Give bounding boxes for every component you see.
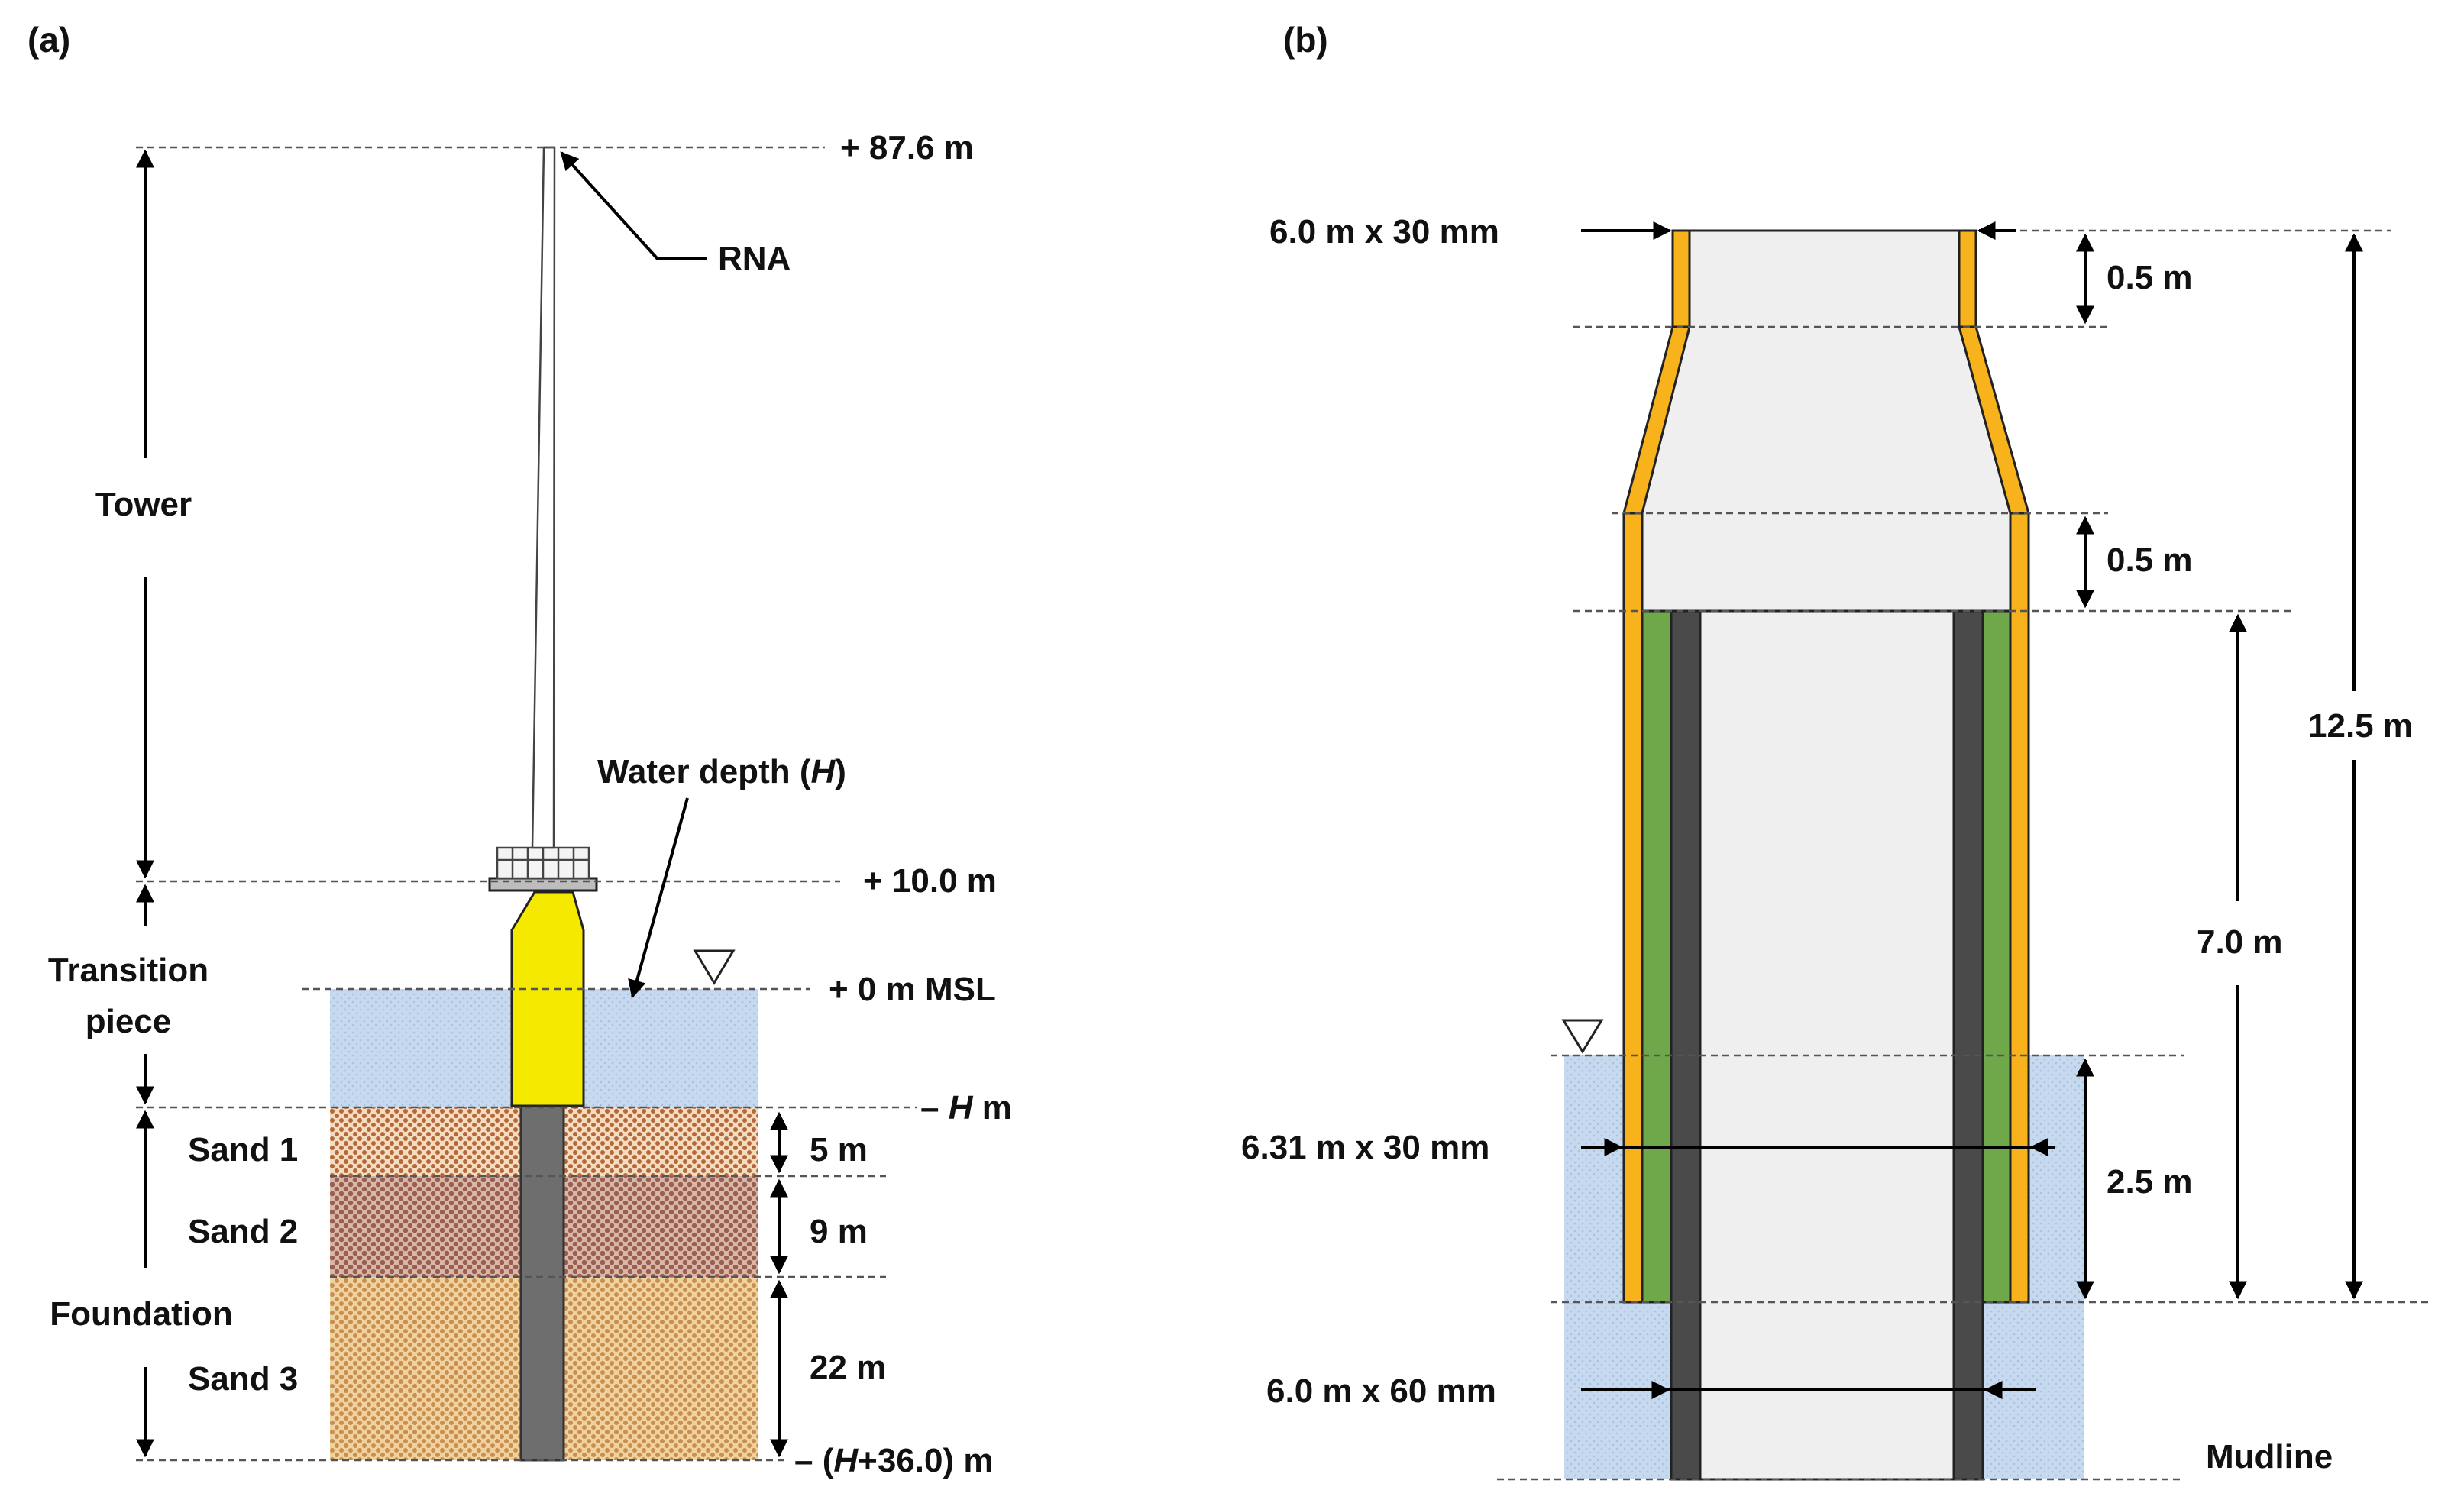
dim-7-0-label: 7.0 m (2197, 923, 2283, 961)
elev-bottom: – (H+36.0) m (794, 1442, 993, 1479)
dim-2-5-label: 2.5 m (2107, 1163, 2193, 1201)
tp-wall-top-left (1671, 229, 1691, 328)
platform-flange (488, 877, 598, 892)
water-level-symbol-b (1561, 1019, 1604, 1054)
tower-label: Tower (95, 486, 192, 523)
tp-wall-lower-left (1622, 512, 1644, 1304)
sand1-thickness: 5 m (810, 1131, 868, 1168)
sand3-label: Sand 3 (188, 1360, 298, 1398)
sand2-thickness: 9 m (810, 1213, 868, 1250)
grout-right (1981, 609, 2012, 1304)
tp-wall-lower-right (2009, 512, 2030, 1304)
pile-wall-left (1670, 609, 1702, 1481)
sand1-label: Sand 1 (188, 1131, 298, 1168)
sand3-thickness: 22 m (810, 1349, 886, 1386)
tower (531, 146, 556, 849)
mudline-label: Mudline (2206, 1438, 2333, 1476)
tp-wall-top-right (1958, 229, 1977, 328)
mid-section-label: 6.31 m x 30 mm (1241, 1129, 1489, 1166)
rna-leader (560, 151, 707, 260)
elev-top: + 87.6 m (840, 129, 974, 166)
water-level-symbol (693, 949, 736, 985)
transition-label-line2: piece (86, 1003, 172, 1040)
panel-a-label: (a) (27, 20, 70, 60)
water-depth-leader (628, 797, 689, 999)
pile-section-label: 6.0 m x 60 mm (1266, 1372, 1496, 1410)
water-depth-label: Water depth (H) (597, 753, 846, 790)
panel-a: (a) (27, 20, 1012, 1479)
dim-12-5-label: 12.5 m (2308, 707, 2413, 745)
elev-msl: + 0 m MSL (829, 971, 996, 1008)
monopile (519, 1100, 565, 1462)
transition-label-line1: Transition (48, 952, 209, 989)
elev-mudline: – H m (920, 1089, 1012, 1126)
foundation-label: Foundation (50, 1295, 233, 1333)
panel-b-label: (b) (1283, 20, 1328, 60)
top-section-label: 6.0 m x 30 mm (1269, 213, 1499, 250)
pile-interior (1670, 609, 1981, 1481)
transition-piece (510, 890, 585, 1107)
sand2-label: Sand 2 (188, 1213, 298, 1250)
dim-0-5-lower-label: 0.5 m (2107, 541, 2193, 579)
rna-label: RNA (718, 240, 791, 277)
pile-wall-right (1952, 609, 1984, 1481)
panel-b: (b) (1241, 20, 2429, 1481)
platform-railing (496, 846, 590, 880)
elev-10m: + 10.0 m (863, 862, 997, 900)
grout-left (1641, 609, 1674, 1304)
dim-0-5-upper-label: 0.5 m (2107, 259, 2193, 296)
